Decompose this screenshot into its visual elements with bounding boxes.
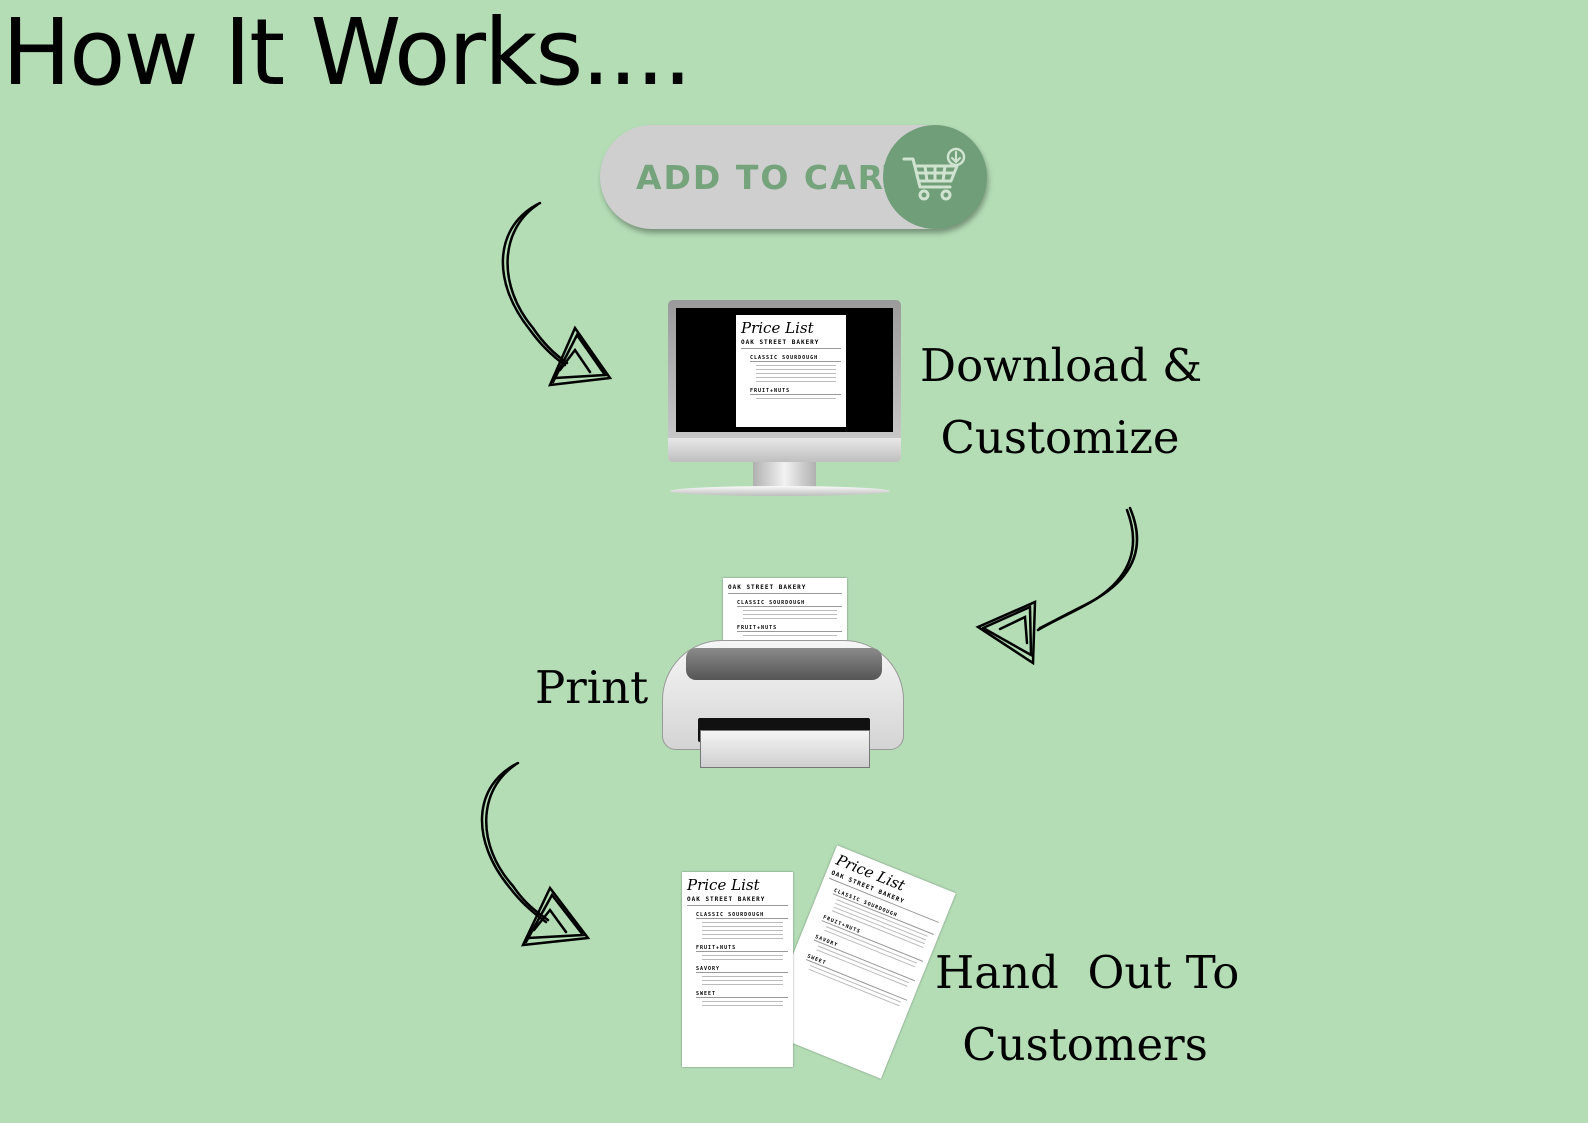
document-section: SWEET xyxy=(696,991,788,998)
document-section: FRUIT+NUTS xyxy=(737,625,842,632)
monitor-document: Price List OAK STREET BAKERY CLASSIC SOU… xyxy=(736,315,846,427)
arrow-to-handout xyxy=(480,761,591,947)
shopping-cart-download-icon xyxy=(902,147,966,201)
arrow-to-print xyxy=(975,506,1139,665)
step-handout-label: Hand Out To Customers xyxy=(935,937,1240,1081)
document-section: CLASSIC SOURDOUGH xyxy=(737,600,842,607)
document-section: FRUIT+NUTS xyxy=(750,388,841,395)
step-download-line1: Download & xyxy=(920,339,1203,392)
page-title: How It Works.... xyxy=(2,0,692,106)
step-print-label: Print xyxy=(535,661,649,714)
step-download-line2: Customize xyxy=(940,411,1180,464)
handout-document-front: Price List OAK STREET BAKERY CLASSIC SOU… xyxy=(682,872,793,1067)
document-section: CLASSIC SOURDOUGH xyxy=(696,912,788,919)
printer-illustration: OAK STREET BAKERY CLASSIC SOURDOUGH FRUI… xyxy=(660,578,905,770)
step-handout-line2: Customers xyxy=(962,1018,1208,1071)
document-heading: Price List xyxy=(687,876,760,894)
step-download-label: Download & Customize xyxy=(920,330,1203,474)
document-heading: Price List xyxy=(741,319,814,337)
arrow-to-download xyxy=(501,201,613,387)
printer-doc-business: OAK STREET BAKERY xyxy=(728,584,842,594)
monitor-illustration: Price List OAK STREET BAKERY CLASSIC SOU… xyxy=(668,300,901,498)
step-handout-line1: Hand Out To xyxy=(935,946,1240,999)
document-business: OAK STREET BAKERY xyxy=(687,896,788,906)
add-to-cart-button[interactable]: ADD TO CART xyxy=(600,125,987,229)
document-section: FRUIT+NUTS xyxy=(696,945,788,952)
add-to-cart-label: ADD TO CART xyxy=(636,157,909,197)
cart-icon-circle xyxy=(883,125,987,229)
document-business: OAK STREET BAKERY xyxy=(741,339,841,349)
document-section: SAVORY xyxy=(696,966,788,973)
document-section: CLASSIC SOURDOUGH xyxy=(750,355,841,362)
